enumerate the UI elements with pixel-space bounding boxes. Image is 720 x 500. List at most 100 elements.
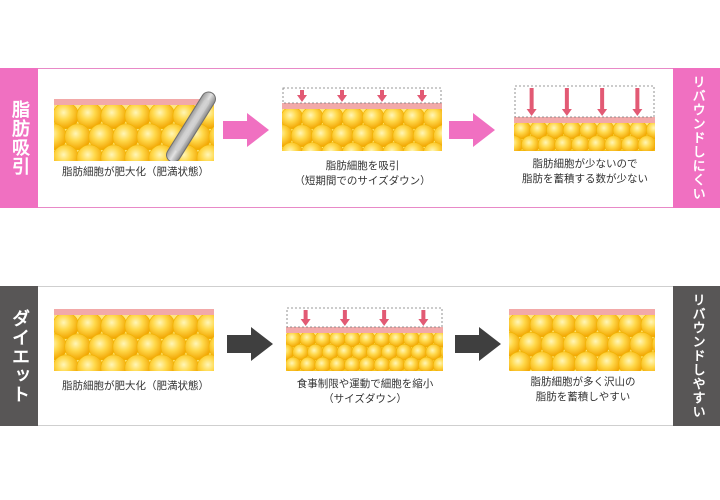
fat-cells	[514, 122, 655, 151]
fat-cell	[433, 124, 442, 147]
diet-step3-fat-illustration	[509, 309, 655, 371]
skin-layer	[509, 309, 655, 315]
down-arrow-icon	[561, 88, 572, 116]
diet-step2-fat-illustration	[286, 307, 443, 371]
result-text: リバウンドしやすい	[689, 293, 705, 419]
down-arrow-icon	[297, 90, 307, 102]
fat-cells	[54, 314, 214, 371]
diet-step2: 食事制限や運動で細胞を縮小 （サイズダウン）	[284, 305, 446, 415]
diet-step1-caption: 脂肪細胞が肥大化（肥満状態）	[54, 379, 217, 394]
fat-cell	[321, 142, 344, 151]
fat-cell	[584, 150, 593, 151]
caption-line: 脂肪細胞が少ないので	[532, 158, 638, 170]
liposuction-result-label: リバウンドしにくい	[688, 75, 705, 201]
down-arrow-icon	[526, 88, 537, 116]
diet-step2-caption: 食事制限や運動で細胞を縮小 （サイズダウン）	[284, 377, 446, 407]
fat-cell	[385, 369, 394, 371]
fat-cell	[282, 142, 303, 151]
liposuction-result-tab: リバウンドしにくい	[673, 68, 720, 208]
fat-cell	[534, 150, 543, 151]
fat-cell	[529, 351, 555, 371]
down-arrow-icon	[597, 88, 608, 116]
fat-cell	[196, 144, 214, 161]
right-arrow-icon	[223, 113, 269, 147]
fat-cell	[362, 142, 385, 151]
caption-line: （サイズダウン）	[323, 393, 407, 405]
liposuction-side-tab: 脂肪吸引	[0, 68, 38, 208]
lipo-step1-caption: 脂肪細胞が肥大化（肥満状態）	[54, 165, 217, 180]
removed-volume-outline	[286, 307, 443, 328]
lipo-step3: 脂肪細胞が少ないので 脂肪を蓄積する数が少ない	[512, 83, 658, 193]
skin-layer	[54, 309, 214, 315]
diet-step1: 脂肪細胞が肥大化（肥満状態）	[54, 303, 217, 403]
fat-cell	[382, 142, 405, 151]
down-arrow-icon	[339, 310, 350, 326]
lipo-step1-fat-illustration	[54, 91, 216, 161]
fat-cell	[370, 369, 379, 371]
lipo-step2-fat-illustration	[282, 87, 442, 151]
fat-cell	[414, 369, 424, 371]
fat-cell	[596, 351, 621, 371]
fat-cell	[567, 150, 577, 151]
fat-cell	[296, 369, 305, 371]
lipo-step2: 脂肪細胞を吸引 （短期間でのサイズダウン）	[280, 85, 445, 195]
skin-layer	[54, 99, 214, 105]
fat-cell	[601, 150, 610, 151]
caption-line: 食事制限や運動で細胞を縮小	[296, 378, 434, 390]
fat-cells	[286, 332, 443, 371]
fat-cell	[341, 142, 365, 151]
removed-volume-outline	[282, 87, 442, 104]
down-arrow-icon	[417, 90, 427, 102]
fat-cell	[399, 369, 409, 371]
removed-volume-outline	[514, 85, 655, 118]
fat-cell	[440, 346, 443, 359]
fat-cell	[423, 142, 442, 151]
lipo-step3-caption: 脂肪細胞が少ないので 脂肪を蓄積する数が少ない	[512, 157, 658, 187]
fat-cell	[301, 142, 324, 151]
fat-cell	[517, 150, 527, 151]
fat-cell	[574, 351, 599, 371]
diet-result-tab: リバウンドしやすい	[673, 286, 720, 426]
down-arrow-icon	[418, 310, 429, 326]
caption-line: 脂肪細胞が肥大化（肥満状態）	[62, 380, 209, 392]
right-arrow-icon	[227, 327, 273, 361]
caption-line: 脂肪細胞が多く沢山の	[530, 376, 636, 388]
fat-cell	[286, 369, 291, 371]
lipo-step2-caption: 脂肪細胞を吸引 （短期間でのサイズダウン）	[280, 159, 445, 189]
caption-line: 脂肪を蓄積しやすい	[535, 391, 631, 403]
down-arrow-icon	[337, 90, 347, 102]
lipo-step1: 脂肪細胞が肥大化（肥満状態）	[54, 91, 217, 187]
diet-step3: 脂肪細胞が多く沢山の 脂肪を蓄積しやすい	[509, 307, 657, 417]
fat-cell	[423, 108, 442, 130]
diet-result-label: リバウンドしやすい	[688, 293, 705, 419]
down-arrow-icon	[300, 310, 311, 326]
lipo-step3-fat-illustration	[514, 85, 655, 151]
fat-cell	[208, 126, 214, 148]
liposuction-panel: 脂肪吸引 脂肪細胞が肥大化（肥満状態） 脂肪細胞を吸引 （短期間でのサイズダウン…	[0, 68, 720, 208]
diet-panel: ダイエット 脂肪細胞が肥大化（肥満状態） 食事制限や運動で細胞を縮小 （サイズダ…	[0, 286, 720, 426]
fat-cell	[325, 369, 335, 371]
diet-label: ダイエット	[9, 308, 30, 404]
fat-cell	[429, 369, 439, 371]
fat-cell	[651, 150, 655, 151]
down-arrow-icon	[379, 310, 390, 326]
caption-line: （短期間でのサイズダウン）	[294, 175, 431, 187]
down-arrow-icon	[632, 88, 643, 116]
fat-cell	[634, 150, 643, 151]
fat-cell	[432, 332, 443, 348]
down-arrow-icon	[377, 90, 387, 102]
diet-side-tab: ダイエット	[0, 286, 38, 426]
suction-cannula-icon	[166, 91, 216, 161]
liposuction-label: 脂肪吸引	[9, 100, 30, 176]
fat-cell	[640, 314, 655, 338]
skin-layer	[514, 117, 655, 123]
fat-cell	[196, 354, 214, 371]
fat-cell	[618, 351, 644, 371]
fat-cell	[311, 369, 320, 371]
fat-cell	[646, 122, 655, 140]
fat-cell	[196, 314, 214, 339]
fat-cells	[509, 314, 655, 371]
diet-step3-caption: 脂肪細胞が多く沢山の 脂肪を蓄積しやすい	[509, 375, 657, 405]
fat-cells	[282, 108, 442, 151]
fat-cell	[551, 150, 560, 151]
